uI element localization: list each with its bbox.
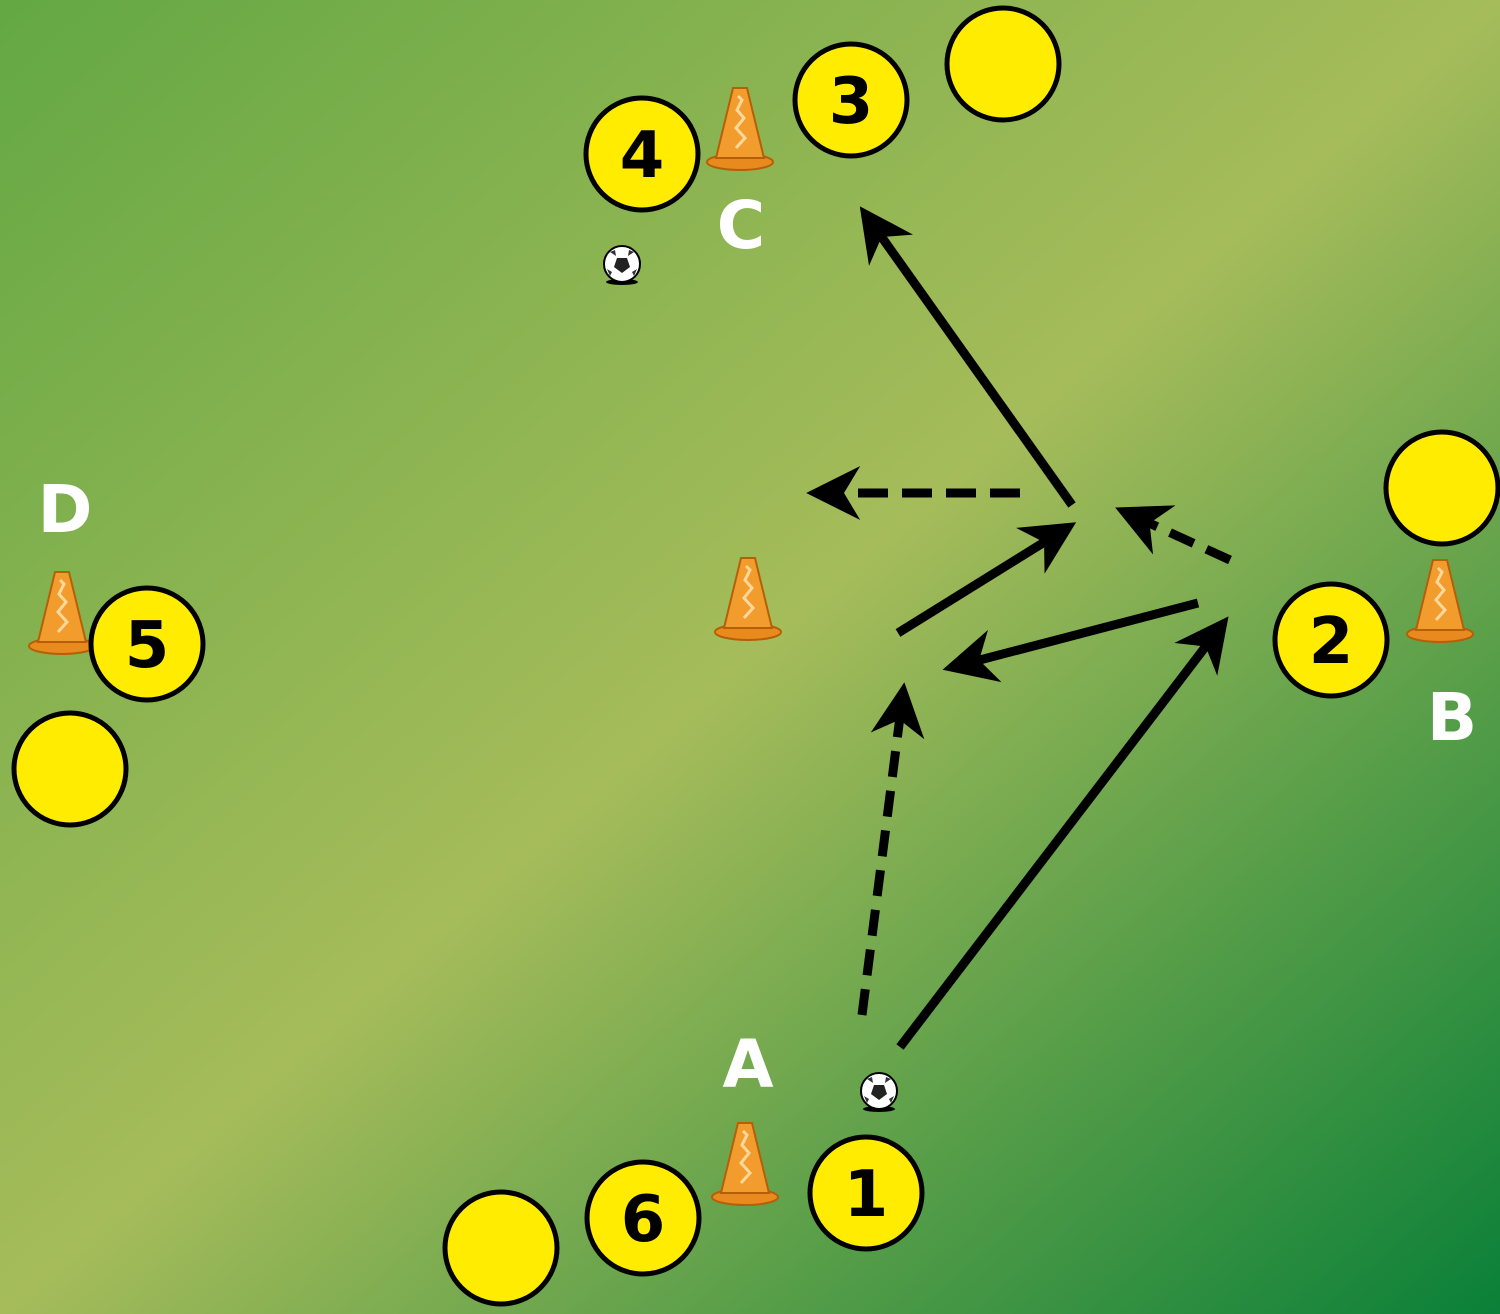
pass-2-to-1-arrow	[942, 598, 1200, 683]
player-number: 6	[621, 1183, 666, 1257]
player-number: 1	[844, 1158, 889, 1232]
run-2-inward-arrow	[1115, 505, 1232, 565]
player-b-waiting	[1383, 429, 1500, 547]
player-number: 2	[1309, 605, 1354, 679]
pass-1-to-2-arrow	[896, 616, 1229, 1050]
station-label-d: D	[38, 471, 93, 548]
player-6: 6	[584, 1159, 702, 1277]
player-3: 3	[792, 41, 910, 159]
pass-1-to-center-arrow	[895, 522, 1077, 637]
station-labels: A B C D	[38, 187, 1478, 1103]
movement-arrows	[806, 206, 1232, 1050]
player-c-waiting	[944, 5, 1062, 123]
player-number: 3	[829, 65, 874, 139]
players: 1 6 2 3 4 5	[11, 5, 1500, 1307]
player-d-waiting	[11, 710, 129, 828]
player-4: 4	[583, 95, 701, 213]
station-label-c: C	[717, 187, 765, 264]
player-number: 4	[620, 119, 665, 193]
player-a-waiting	[442, 1189, 560, 1307]
run-1-forward-arrow	[857, 682, 925, 1016]
pass-to-3-arrow	[859, 206, 1076, 508]
player-2: 2	[1272, 581, 1390, 699]
player-1: 1	[807, 1134, 925, 1252]
station-label-b: B	[1427, 679, 1477, 756]
station-label-a: A	[722, 1026, 773, 1103]
player-number: 5	[125, 609, 170, 683]
player-5: 5	[88, 585, 206, 703]
